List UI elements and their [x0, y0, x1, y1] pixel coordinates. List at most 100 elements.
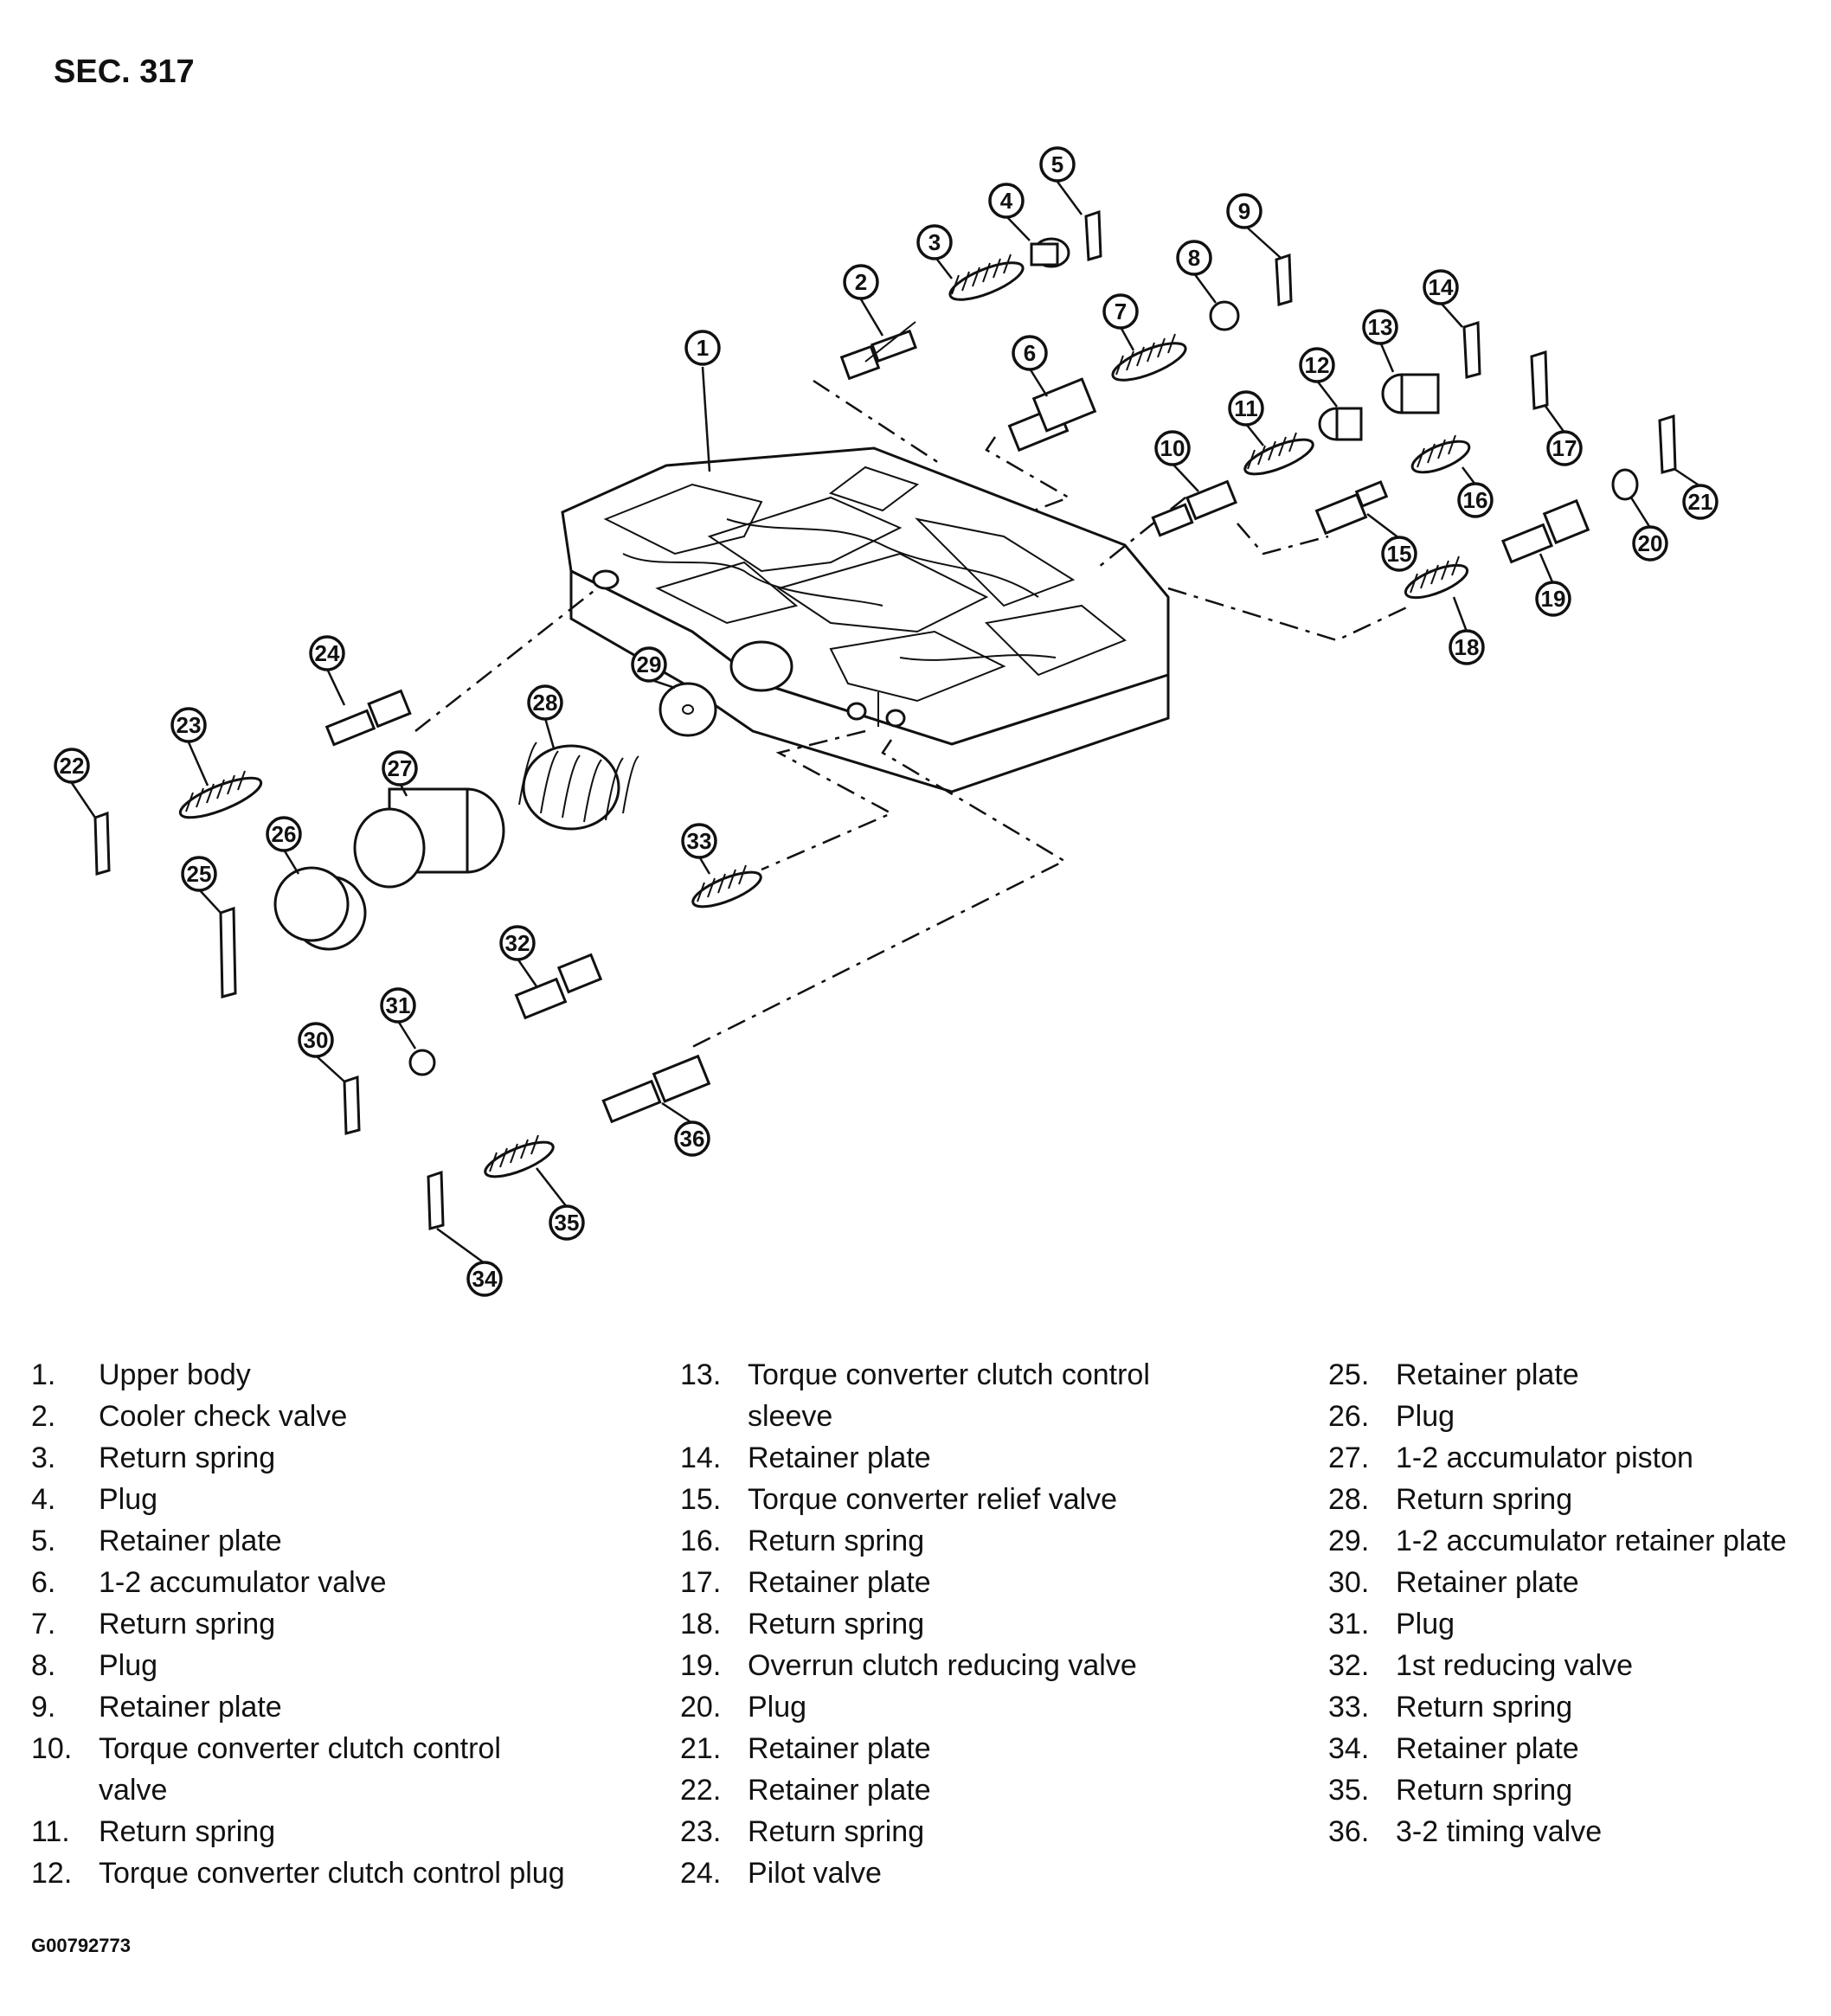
legend-item: 28. Return spring: [1328, 1479, 1821, 1520]
return-spring-33-part: [691, 864, 762, 908]
return-spring-18-part: [1404, 555, 1469, 600]
callout-label: 30: [304, 1027, 329, 1053]
return-spring-28-part: [518, 742, 639, 831]
legend-text: Return spring: [1396, 1691, 1573, 1724]
tcc-control-valve-10-part: [1151, 479, 1238, 537]
legend-item: 6.1-2 accumulator valve: [31, 1562, 568, 1603]
callout-35: 35: [549, 1204, 585, 1241]
callout-3: 3: [916, 224, 953, 260]
legend-item: 19.Overrun clutch reducing valve: [680, 1645, 1199, 1686]
cooler-check-valve-part: [839, 321, 917, 381]
legend-item: 5.Retainer plate: [31, 1520, 568, 1562]
callout-label: 4: [1000, 188, 1013, 214]
legend-number: 36.: [1328, 1815, 1370, 1848]
callout-label: 36: [680, 1126, 705, 1152]
legend-text: Retainer plate: [99, 1691, 282, 1724]
callout-label: 27: [388, 755, 413, 781]
legend-item: 20.Plug: [680, 1686, 1199, 1728]
callout-2: 2: [843, 264, 879, 300]
callout-label: 17: [1552, 435, 1577, 461]
legend-text: Plug: [1396, 1400, 1455, 1433]
legend-number: 18.: [680, 1608, 722, 1640]
legend-item: 26. Plug: [1328, 1396, 1821, 1437]
accumulator-valve-6-part: [1007, 377, 1097, 453]
legend-number: 19.: [680, 1649, 722, 1682]
legend-text: Plug: [99, 1483, 158, 1516]
legend-text: Retainer plate: [748, 1441, 931, 1474]
legend-number: 4.: [31, 1483, 56, 1516]
callout-label: 13: [1368, 314, 1393, 340]
pilot-valve-24-part: [324, 689, 412, 747]
callout-label: 5: [1051, 151, 1063, 177]
legend-number: 21.: [680, 1732, 722, 1765]
legend-text: Pilot valve: [748, 1857, 882, 1890]
legend-item: 23.Return spring: [680, 1811, 1199, 1852]
retainer-plate-29-part: [659, 682, 717, 737]
plug-4-part: [1030, 237, 1070, 268]
legend-item: 15.Torque converter relief valve: [680, 1479, 1199, 1520]
callout-32: 32: [499, 925, 536, 961]
legend-text: Retainer plate: [748, 1566, 931, 1599]
legend-text: 1st reducing valve: [1396, 1649, 1634, 1682]
callout-33: 33: [681, 823, 717, 859]
legend-number: 9.: [31, 1691, 56, 1724]
upper-body-part: [561, 446, 1170, 793]
legend-text: Retainer plate: [99, 1525, 282, 1557]
legend-text: Return spring: [748, 1815, 925, 1848]
callout-label: 6: [1024, 340, 1036, 366]
legend-item: 17.Retainer plate: [680, 1562, 1199, 1603]
legend-number: 28.: [1328, 1483, 1370, 1516]
callout-11: 11: [1228, 390, 1264, 427]
legend-item: 24.Pilot valve: [680, 1852, 1199, 1894]
callout-7: 7: [1102, 293, 1139, 330]
legend-number: 22.: [680, 1774, 722, 1807]
legend-number: 26.: [1328, 1400, 1370, 1433]
callout-8: 8: [1176, 240, 1212, 276]
callout-13: 13: [1362, 309, 1398, 345]
callout-label: 10: [1160, 435, 1185, 461]
legend-text: Retainer plate: [1396, 1566, 1579, 1599]
legend-number: 32.: [1328, 1649, 1370, 1682]
callout-label: 21: [1688, 489, 1713, 515]
legend-text: Plug: [748, 1691, 807, 1724]
legend-text: 1-2 accumulator piston: [1396, 1441, 1693, 1474]
legend-item: 35.Return spring: [1328, 1769, 1821, 1811]
legend-item: 32. 1st reducing valve: [1328, 1645, 1821, 1686]
callout-label: 1: [697, 335, 709, 361]
legend-text: 1-2 accumulator retainer plate: [1396, 1525, 1787, 1557]
figure-id: G00792773: [31, 1935, 131, 1956]
callout-label: 8: [1188, 245, 1200, 271]
callout-19: 19: [1535, 581, 1571, 617]
legend-number: 34.: [1328, 1732, 1370, 1765]
callout-9: 9: [1226, 193, 1262, 229]
legend-text: Return spring: [1396, 1483, 1573, 1516]
callout-label: 15: [1387, 541, 1412, 567]
legend-number: 29.: [1328, 1525, 1370, 1557]
leader-lines: [70, 181, 1701, 1265]
legend-number: 13.: [680, 1358, 722, 1391]
callout-1: 1: [684, 330, 721, 366]
legend-text: Upper body: [99, 1358, 251, 1391]
legend-text: Cooler check valve: [99, 1400, 348, 1433]
legend-number: 3.: [31, 1441, 56, 1474]
legend-text: 3-2 timing valve: [1396, 1815, 1603, 1848]
return-spring-23-part: [178, 770, 263, 819]
callout-label: 14: [1429, 274, 1454, 300]
legend-number: 11.: [31, 1815, 70, 1848]
legend-item: 18.Return spring: [680, 1603, 1199, 1645]
legend-item: 34.Retainer plate: [1328, 1728, 1821, 1769]
callout-27: 27: [382, 750, 418, 786]
legend-item: 13.Torque converter clutch control sleev…: [680, 1354, 1199, 1437]
retainer-plates: [93, 209, 1677, 1230]
callout-label: 35: [555, 1210, 580, 1236]
callout-20: 20: [1632, 525, 1668, 562]
callout-21: 21: [1682, 484, 1719, 520]
relief-valve-15-part: [1314, 480, 1389, 536]
legend-text: Plug: [99, 1649, 158, 1682]
legend-number: 8.: [31, 1649, 56, 1682]
legend-text: Torque converter clutch control plug: [99, 1857, 565, 1890]
callout-29: 29: [631, 646, 667, 683]
callout-17: 17: [1546, 430, 1583, 466]
